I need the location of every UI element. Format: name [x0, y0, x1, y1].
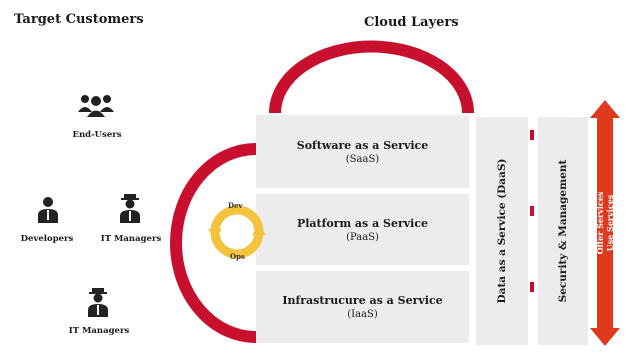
layer-saas-abbr: (SaaS)	[345, 153, 380, 165]
layer-paas: Platform as a Service (PaaS)	[256, 194, 469, 265]
layer-iaas-abbr: (IaaS)	[347, 309, 378, 320]
layer-paas-abbr: (PaaS)	[346, 231, 379, 243]
layer-paas-name: Platform as a Service	[296, 216, 429, 230]
developers-label: Developers	[20, 234, 74, 244]
daas-tick-top	[530, 130, 534, 140]
layer-iaas: Infrastrucure as a Service (IaaS)	[256, 271, 469, 343]
double-arrow-icon	[590, 100, 620, 346]
arrow-text-wrap: Offer Services Use Services	[590, 118, 620, 328]
cycle-ops-label: Ops	[230, 252, 245, 261]
daas-tick-mid	[530, 206, 534, 216]
offer-services-label: Offer Services	[595, 191, 605, 255]
it-managers-label-1: IT Managers	[100, 234, 162, 244]
end-users-label: End-Users	[72, 130, 122, 140]
cycle-dev-label: Dev	[228, 201, 243, 210]
group-users-icon	[74, 92, 118, 118]
daas-label: Data as a Service (DaaS)	[496, 158, 508, 304]
layer-saas-name: Software as a Service	[296, 138, 429, 152]
cloud-layers-heading: Cloud Layers	[364, 15, 459, 30]
security-label: Security & Management	[557, 159, 569, 303]
use-services-label: Use Services	[605, 194, 615, 252]
top-arc	[269, 40, 474, 114]
layer-saas: Software as a Service (SaaS)	[256, 115, 469, 188]
layer-iaas-name: Infrastrucure as a Service	[282, 294, 443, 307]
left-arc	[170, 143, 257, 343]
devops-cycle-icon	[208, 205, 266, 259]
daas-tick-bottom	[530, 282, 534, 292]
daas-column: Data as a Service (DaaS)	[476, 117, 528, 345]
security-column: Security & Management	[538, 117, 588, 345]
developer-person-icon	[36, 196, 60, 224]
it-managers-label-2: IT Managers	[68, 326, 130, 336]
target-customers-heading: Target Customers	[14, 12, 144, 27]
it-manager-icon	[86, 288, 110, 318]
it-manager-icon	[118, 194, 142, 224]
